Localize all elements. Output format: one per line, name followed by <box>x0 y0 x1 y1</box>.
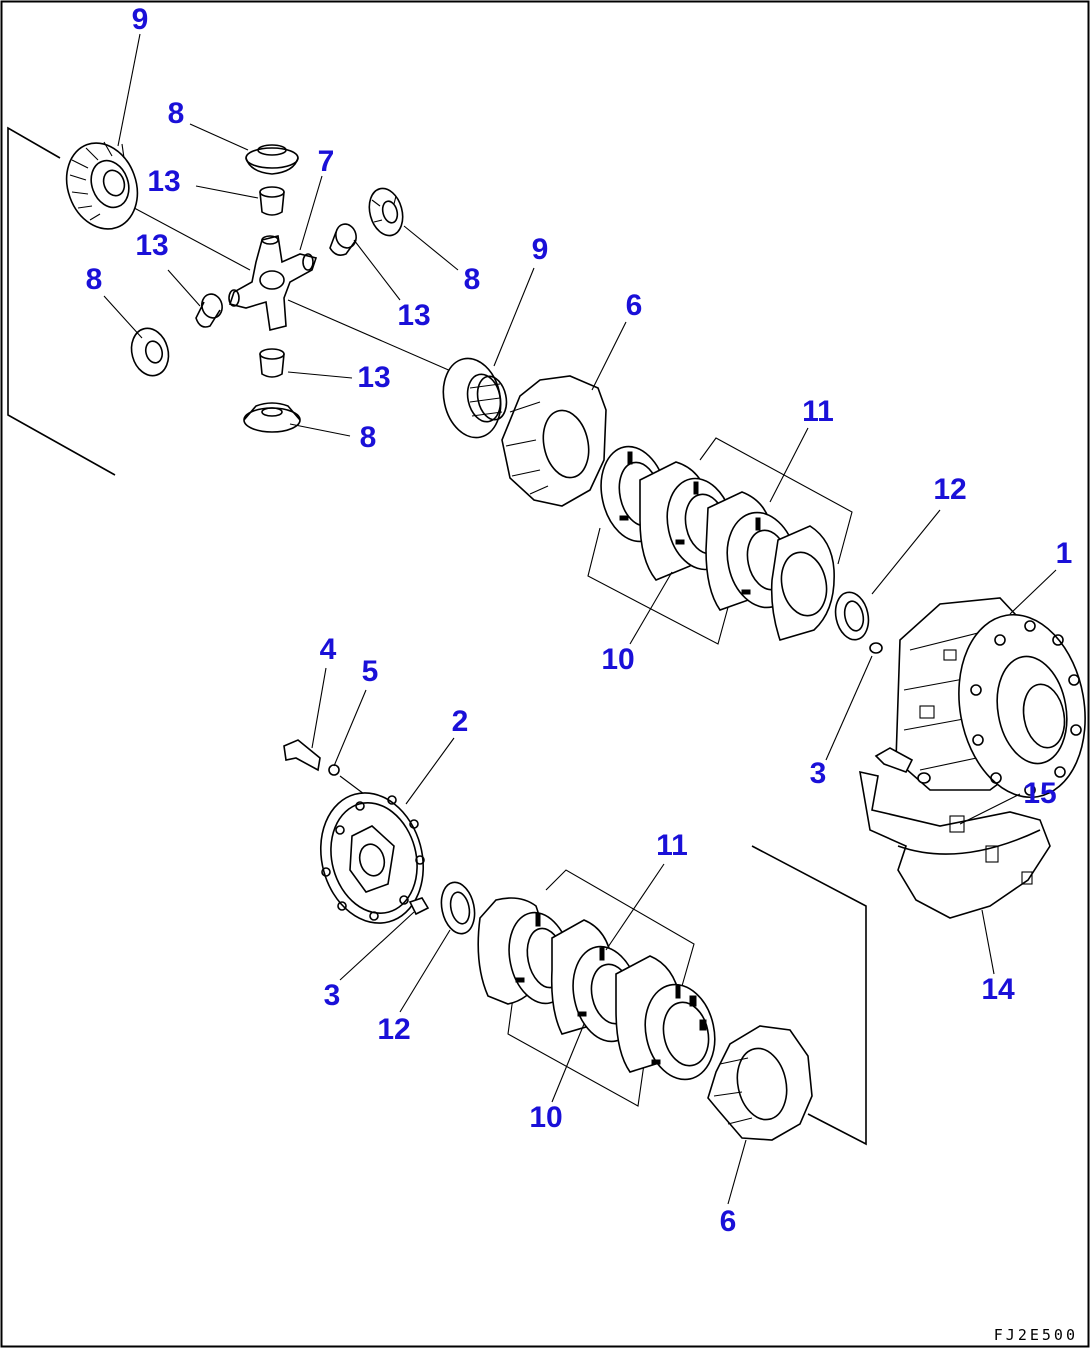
callout-13-b: 13 <box>135 229 169 262</box>
bushing-c <box>195 293 223 328</box>
callout-9-mid: 9 <box>531 233 549 266</box>
callout-7: 7 <box>317 145 335 178</box>
callout-2: 2 <box>451 705 469 738</box>
differential-case <box>895 597 1086 799</box>
callout-8-left: 8 <box>85 263 103 296</box>
bushing-d <box>259 348 285 378</box>
callout-6-bottom: 6 <box>719 1205 737 1238</box>
callout-11-top: 11 <box>802 395 834 428</box>
callout-5: 5 <box>361 655 379 688</box>
callout-8-right: 8 <box>463 263 481 296</box>
callout-13-c: 13 <box>397 299 431 332</box>
callout-1: 1 <box>1055 537 1073 570</box>
thrust-washer-top <box>834 591 870 641</box>
case-half-bottom <box>707 1025 813 1141</box>
pinion-gear-right <box>368 187 404 237</box>
callout-10-top: 10 <box>601 643 635 676</box>
case-half-top <box>501 375 607 507</box>
disc-stack-bottom <box>477 897 716 1081</box>
callout-11-bottom: 11 <box>656 829 688 862</box>
callout-12-top: 12 <box>933 473 967 506</box>
bracket-lower-right <box>751 845 867 1146</box>
callout-8-bottom: 8 <box>359 421 377 454</box>
pin-left <box>408 897 430 916</box>
callout-3-right: 3 <box>809 757 827 790</box>
pinion-gear-top <box>245 144 299 175</box>
disc-stack-top <box>600 445 835 641</box>
leader-lines <box>103 33 1057 1205</box>
pin-right <box>869 642 883 654</box>
lock-washer <box>328 764 340 776</box>
cover-plate <box>859 770 1051 919</box>
callout-14: 14 <box>981 973 1015 1006</box>
callout-4: 4 <box>319 633 337 666</box>
bracket-disc-stack-bottom <box>507 869 695 1107</box>
bushing-a <box>259 186 285 216</box>
callout-8-top: 8 <box>167 97 185 130</box>
callout-3-left: 3 <box>323 979 341 1012</box>
callout-10-bottom: 10 <box>529 1101 563 1134</box>
drawing-code: FJ2E500 <box>993 1326 1078 1344</box>
callout-13-d: 13 <box>357 361 391 394</box>
side-gear-top <box>65 141 139 230</box>
spider-cross <box>228 235 318 331</box>
side-gear-mid <box>442 357 508 439</box>
bolt-right <box>874 747 931 784</box>
callout-13-a: 13 <box>147 165 181 198</box>
bushing-b <box>329 223 357 256</box>
bracket-upper-left <box>7 126 116 476</box>
thrust-washer-bottom <box>440 881 476 935</box>
callout-15: 15 <box>1023 777 1057 810</box>
bolt-left <box>283 739 321 772</box>
callout-6-top: 6 <box>625 289 643 322</box>
flange-plate <box>319 792 425 924</box>
pinion-gear-left <box>130 327 170 377</box>
callout-12-bottom: 12 <box>377 1013 411 1046</box>
pinion-gear-bottom <box>243 402 301 433</box>
callout-9-top: 9 <box>131 3 149 36</box>
